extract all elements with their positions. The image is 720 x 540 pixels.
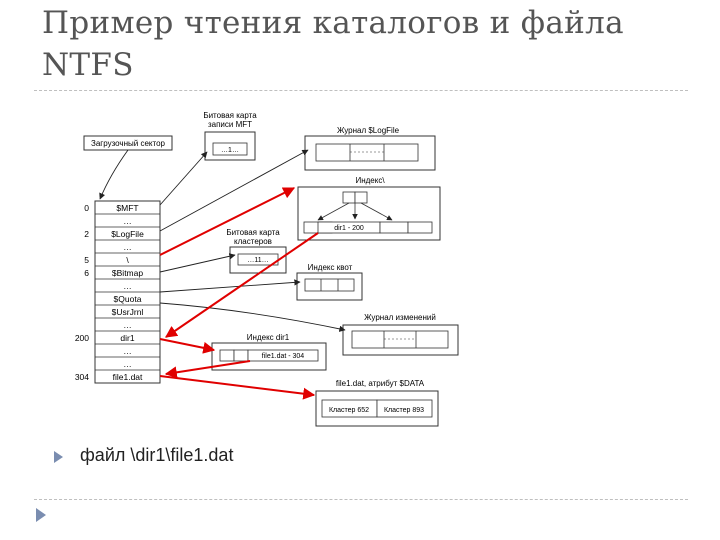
root-index-entry: dir1 - 200 bbox=[334, 225, 364, 232]
mft-row-number: 2 bbox=[84, 229, 89, 239]
red-traversal-arrows bbox=[159, 187, 319, 400]
mft-row-name: $UsrJrnl bbox=[112, 307, 144, 317]
mft-row-number: 5 bbox=[84, 255, 89, 265]
logfile-journal-label: Журнал $LogFile bbox=[337, 126, 400, 135]
mft-row-name: dir1 bbox=[120, 333, 134, 343]
mft-bitmap-label-2: записи MFT bbox=[208, 120, 252, 129]
dir1-index-label: Индекс dir1 bbox=[247, 333, 290, 342]
mft-row-name: … bbox=[123, 216, 132, 226]
mft-row-name: $MFT bbox=[116, 203, 138, 213]
mft-row-name: … bbox=[123, 346, 132, 356]
data-attr-label: file1.dat, атрибут $DATA bbox=[336, 379, 425, 388]
cluster-bitmap-label-2: кластеров bbox=[234, 237, 272, 246]
slide-title: Пример чтения каталогов и файла NTFS bbox=[42, 5, 624, 83]
boot-sector-label: Загрузочный сектор bbox=[91, 139, 166, 148]
black-arrows bbox=[99, 149, 346, 332]
dir1-index-entry: file1.dat - 304 bbox=[262, 353, 305, 360]
cluster-bitmap-cell-text: …11… bbox=[247, 257, 268, 264]
bullet-text: файл \dir1\file1.dat bbox=[80, 445, 234, 465]
mft-bitmap-cell bbox=[212, 142, 248, 156]
mft-bitmap-cell-text: …1… bbox=[221, 147, 239, 154]
change-journal-label: Журнал изменений bbox=[364, 313, 436, 322]
mft-row-name: $Quota bbox=[114, 294, 142, 304]
mft-row-name: $Bitmap bbox=[112, 268, 143, 278]
mft-row-name: … bbox=[123, 359, 132, 369]
footer-arrow-icon bbox=[36, 508, 46, 522]
mft-row-number: 200 bbox=[75, 333, 89, 343]
mft-bitmap-label-1: Битовая карта bbox=[203, 111, 257, 120]
data-cluster-2: Кластер 893 bbox=[384, 407, 424, 414]
mft-row-name: file1.dat bbox=[113, 372, 143, 382]
root-index-label: Индекс\ bbox=[355, 176, 385, 185]
bullet-arrow-icon bbox=[54, 451, 63, 463]
mft-row-number: 6 bbox=[84, 268, 89, 278]
mft-row-name: … bbox=[123, 320, 132, 330]
quota-index-label: Индекс квот bbox=[308, 263, 353, 272]
mft-row-name: $LogFile bbox=[111, 229, 144, 239]
mft-row-name: \ bbox=[126, 255, 129, 265]
mft-table: $MFT 0 … $LogFile 2 … \ 5 $Bitmap 6 … $Quota $UsrJrn… bbox=[75, 200, 161, 384]
mft-row-number: 0 bbox=[84, 203, 89, 213]
mft-row-name: … bbox=[123, 242, 132, 252]
data-cluster-1: Кластер 652 bbox=[329, 407, 369, 414]
footer-divider bbox=[34, 499, 688, 500]
mft-row-name: … bbox=[123, 281, 132, 291]
title-divider bbox=[34, 90, 688, 91]
mft-row-number: 304 bbox=[75, 372, 89, 382]
cluster-bitmap-label-1: Битовая карта bbox=[226, 228, 280, 237]
